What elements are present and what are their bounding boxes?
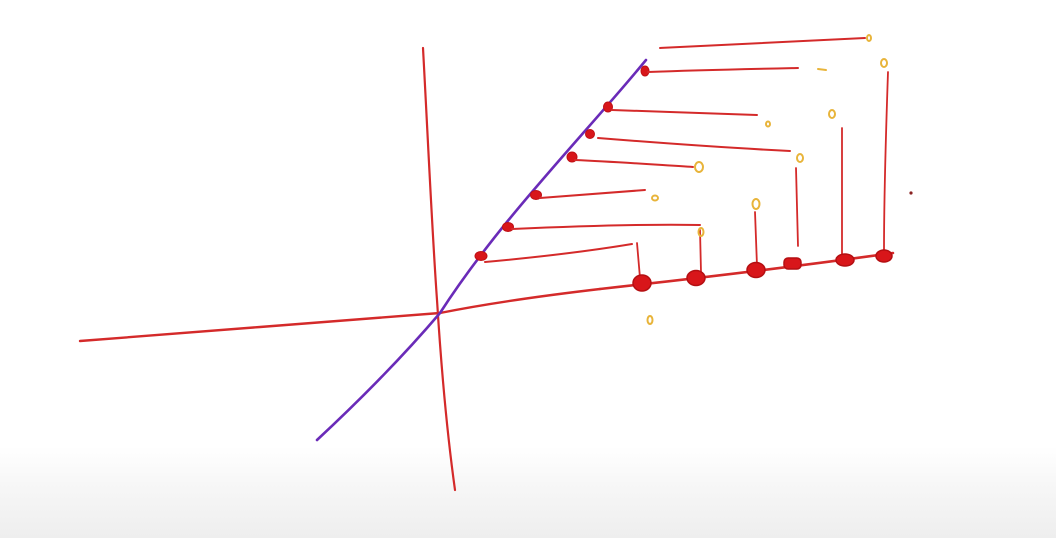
yellow-mark [796,153,804,163]
baseline-dots [632,249,893,292]
yellow-mark [697,227,705,237]
diagonal-dot [474,251,488,261]
projection-line [659,37,866,49]
drop-line [795,167,799,247]
yellow-mark [651,194,659,202]
yellow-mark [817,68,827,71]
baseline-dot [783,257,802,270]
yellow-mark [694,161,704,173]
yellow-mark [828,109,836,119]
drop-lines [636,71,889,279]
projection-line [597,137,791,152]
baseline-dot [835,253,855,267]
baseline-dot [746,261,766,279]
vertical-axis [421,46,457,492]
stray-dot [909,191,913,195]
projection-lines [484,37,866,263]
diagonal-dot [603,101,613,113]
projection-line [484,243,633,263]
baseline-dot [686,269,706,287]
drop-line [754,211,758,267]
yellow-mark [765,120,771,128]
yellow-marks [646,34,888,325]
diagonal-dot [530,190,542,200]
yellow-mark [646,315,654,325]
yellow-mark [751,198,761,210]
yellow-mark [866,34,872,42]
baseline-dot [875,249,893,263]
projection-line [539,189,646,199]
drop-line [699,229,702,273]
drop-line [883,71,889,251]
yellow-mark [880,58,888,68]
projection-line [574,159,694,168]
diagonal-dot [640,65,650,77]
horizontal-axis [78,287,602,343]
diagonal-dot [502,222,514,232]
projection-line [511,223,701,230]
projection-line [647,67,799,73]
diagonal-dot [585,129,595,139]
drop-line [636,242,641,279]
diagonal-line [315,58,648,442]
projection-line [611,109,758,116]
baseline-dot [632,274,652,292]
